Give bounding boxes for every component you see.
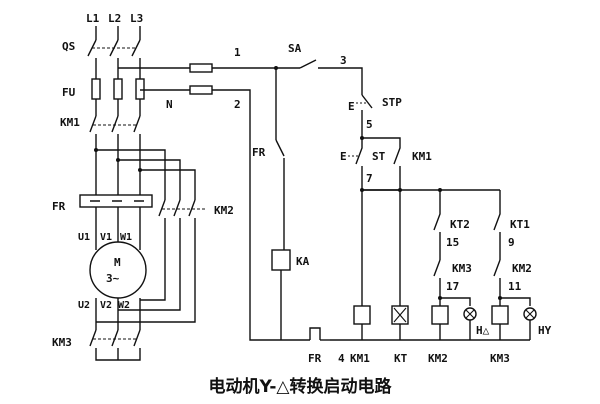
motor-label-m: M xyxy=(114,256,121,269)
km3-star-contacts xyxy=(89,329,141,347)
diagram-caption: 电动机Y-△转换启动电路 xyxy=(208,377,392,397)
km1-main-contacts xyxy=(89,115,141,133)
coil-km3 xyxy=(491,305,509,325)
coil-ka xyxy=(271,249,291,271)
fr-control-contact xyxy=(275,139,285,157)
label-km2-int: KM2 xyxy=(512,262,532,275)
label-kt1: KT1 xyxy=(510,218,530,231)
label-u2: U2 xyxy=(78,300,90,311)
label-st: ST xyxy=(372,150,386,163)
km2-interlock xyxy=(493,259,501,277)
label-hd: H△ xyxy=(476,324,490,337)
st-button xyxy=(355,138,363,165)
fuse-l1 xyxy=(91,78,101,100)
control-fuse-1 xyxy=(189,63,213,73)
label-km2-main: KM2 xyxy=(214,204,234,217)
label-wire-9: 9 xyxy=(508,236,515,249)
label-v2: V2 xyxy=(100,300,112,311)
motor-symbol xyxy=(89,241,147,299)
label-fr-main: FR xyxy=(52,200,66,213)
label-l3: L3 xyxy=(130,12,143,25)
stp-button xyxy=(361,94,373,109)
label-qs: QS xyxy=(62,40,75,53)
label-kt2: KT2 xyxy=(450,218,470,231)
label-coil-km1: KM1 xyxy=(350,352,370,365)
label-wire-7: 7 xyxy=(366,172,373,185)
label-u1: U1 xyxy=(78,232,90,243)
label-km1-main: KM1 xyxy=(60,116,80,129)
km1-hold-contact xyxy=(362,137,401,165)
label-w1: W1 xyxy=(120,232,132,243)
control-circuit: 1 N 2 SA 3 FR KA E STP 5 E xyxy=(118,42,552,365)
label-wire-17: 17 xyxy=(446,280,459,293)
label-stp: STP xyxy=(382,96,402,109)
motor-label-type: 3~ xyxy=(106,272,120,285)
label-coil-km2: KM2 xyxy=(428,352,448,365)
label-e1: E xyxy=(348,100,355,113)
fr-bottom-contact xyxy=(309,327,321,340)
coil-km2 xyxy=(431,305,449,325)
label-ka: KA xyxy=(296,255,310,268)
km2-main-contacts xyxy=(158,199,196,217)
label-e2: E xyxy=(340,150,347,163)
label-wire-2: 2 xyxy=(234,98,241,111)
label-wire-3: 3 xyxy=(340,54,347,67)
label-v1: V1 xyxy=(100,232,112,243)
label-fr-ctrl: FR xyxy=(252,146,266,159)
label-wire-n: N xyxy=(166,98,173,111)
label-wire-4: 4 xyxy=(338,352,345,365)
label-l2: L2 xyxy=(108,12,121,25)
label-km3-main: KM3 xyxy=(52,336,72,349)
label-l1: L1 xyxy=(86,12,100,25)
kt2-contact xyxy=(433,190,441,231)
fuse-l2 xyxy=(113,78,123,100)
label-km3-int: KM3 xyxy=(452,262,472,275)
control-fuse-n xyxy=(189,85,213,95)
label-wire-5: 5 xyxy=(366,118,373,131)
label-km1-aux: KM1 xyxy=(412,150,432,163)
main-circuit: L1 L2 L3 QS FU KM1 FR U1 V1 W1 xyxy=(52,12,234,361)
fuse-l3 xyxy=(135,78,145,100)
label-wire-1: 1 xyxy=(234,46,241,59)
label-coil-km3: KM3 xyxy=(490,352,510,365)
label-fu: FU xyxy=(62,86,76,99)
label-hy: HY xyxy=(538,324,552,337)
label-wire-11: 11 xyxy=(508,280,522,293)
label-sa: SA xyxy=(288,42,302,55)
label-w2: W2 xyxy=(118,300,130,311)
sa-switch xyxy=(299,59,317,69)
label-coil-kt: KT xyxy=(394,352,408,365)
kt1-contact xyxy=(493,190,501,231)
label-fr-bottom: FR xyxy=(308,352,322,365)
label-wire-15: 15 xyxy=(446,236,459,249)
coil-km1 xyxy=(353,305,371,325)
km3-interlock xyxy=(433,259,441,277)
